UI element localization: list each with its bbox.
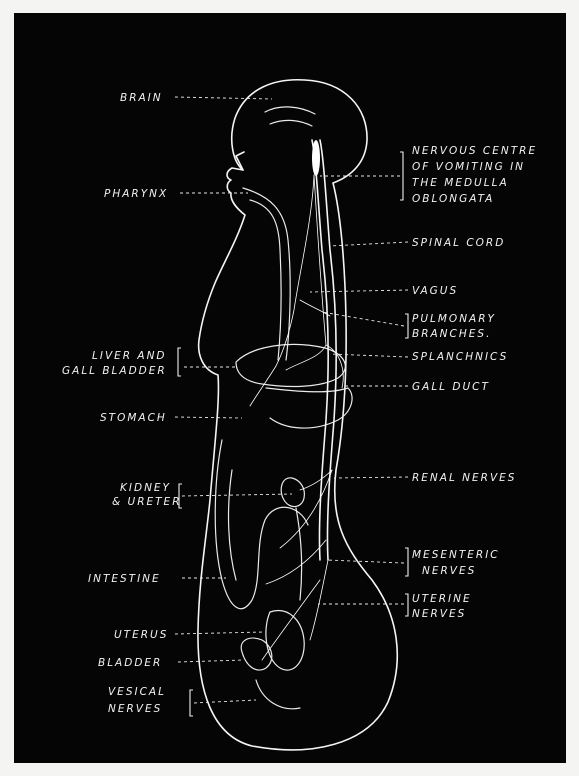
label-intestine: INTESTINE bbox=[88, 573, 161, 585]
label-vomiting-line1: NERVOUS CENTRE bbox=[412, 145, 537, 157]
label-brain: BRAIN bbox=[120, 92, 163, 104]
label-pulmonary-line2: BRANCHES. bbox=[412, 328, 491, 340]
label-vomiting-line4: OBLONGATA bbox=[412, 193, 494, 205]
label-gall-duct: GALL DUCT bbox=[412, 381, 490, 393]
label-stomach: STOMACH bbox=[100, 412, 167, 424]
label-vesical-line1: VESICAL bbox=[108, 686, 166, 698]
label-bladder: BLADDER bbox=[98, 657, 162, 669]
label-splanchnics: SPLANCHNICS bbox=[412, 351, 508, 363]
label-spinal-cord: SPINAL CORD bbox=[412, 237, 505, 249]
label-uterine-line1: UTERINE bbox=[412, 593, 472, 605]
label-vomiting-line3: THE MEDULLA bbox=[412, 177, 509, 189]
left-labels: BRAIN PHARYNX LIVER AND GALL BLADDER STO… bbox=[62, 92, 181, 715]
label-brackets bbox=[178, 152, 408, 716]
spinal-cord-and-nerves bbox=[250, 140, 343, 660]
label-liver-line2: GALL BLADDER bbox=[62, 365, 167, 377]
internal-organs bbox=[215, 107, 352, 709]
label-kidney-line1: KIDNEY bbox=[120, 482, 171, 494]
label-vagus: VAGUS bbox=[412, 285, 458, 297]
label-renal-nerves: RENAL NERVES bbox=[412, 472, 516, 484]
body-outline bbox=[198, 80, 397, 750]
label-uterus: UTERUS bbox=[114, 629, 168, 641]
label-vomiting-line2: OF VOMITING IN bbox=[412, 161, 525, 173]
label-pulmonary-line1: PULMONARY bbox=[412, 313, 496, 325]
leader-lines bbox=[175, 97, 408, 703]
label-mesenteric-line2: NERVES bbox=[422, 565, 476, 577]
label-kidney-line2: & URETER bbox=[112, 496, 181, 508]
label-liver-line1: LIVER AND bbox=[92, 350, 167, 362]
medulla-centre-mark bbox=[312, 140, 320, 176]
label-pharynx: PHARYNX bbox=[104, 188, 168, 200]
label-mesenteric-line1: MESENTERIC bbox=[412, 549, 500, 561]
right-labels: NERVOUS CENTRE OF VOMITING IN THE MEDULL… bbox=[412, 145, 537, 620]
label-uterine-line2: NERVES bbox=[412, 608, 466, 620]
label-vesical-line2: NERVES bbox=[108, 703, 162, 715]
